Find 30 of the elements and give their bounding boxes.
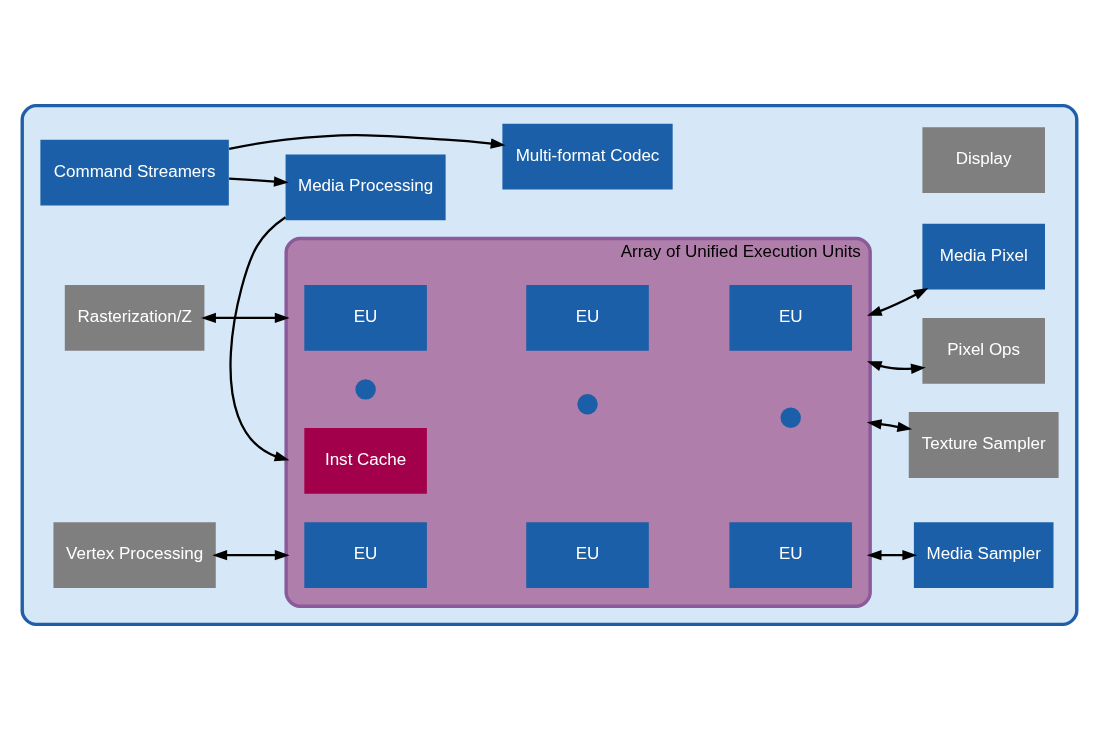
node-box: Inst Cache (304, 427, 427, 494)
arrow (866, 287, 929, 316)
arrow (866, 418, 913, 432)
node-box: Pixel Ops (922, 317, 1045, 384)
node-box: Multi-format Codec (502, 123, 673, 190)
node-box: Command Streamers (40, 139, 229, 205)
node-box: Media Processing (285, 153, 446, 220)
cluster (20, 103, 1079, 626)
arrow (866, 360, 926, 374)
node-box: Media Pixel (922, 223, 1045, 289)
arrow (229, 175, 289, 187)
node-box: EU (304, 521, 427, 588)
node-box: Vertex Processing (53, 521, 216, 588)
node-box: Texture Sampler (908, 411, 1059, 478)
arrow (229, 215, 290, 461)
node-circle (355, 378, 376, 400)
node-box: Rasterization/Z (64, 284, 205, 351)
node-box: EU (304, 284, 427, 351)
node-circle (577, 393, 598, 414)
node-box: EU (729, 521, 852, 588)
node-box: Display (922, 126, 1045, 193)
node-box: EU (526, 284, 649, 351)
node-box: EU (729, 284, 852, 351)
arrow (201, 312, 290, 323)
arrow (866, 549, 918, 560)
node-circle (780, 407, 801, 428)
node-box: EU (526, 521, 649, 588)
node-box: Media Sampler (913, 521, 1054, 588)
arrow (212, 549, 290, 560)
arrow (228, 133, 506, 150)
